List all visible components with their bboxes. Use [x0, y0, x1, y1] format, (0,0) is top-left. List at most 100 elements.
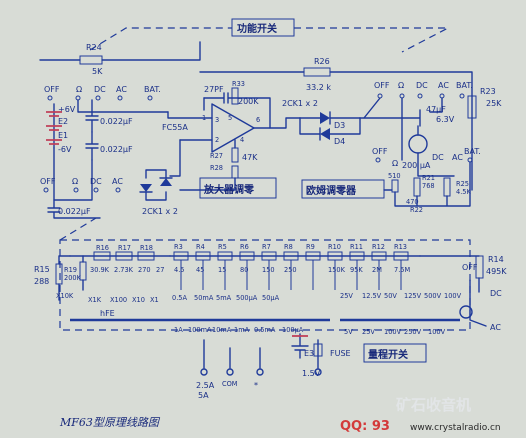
- shunt-resistor-value: 45: [196, 266, 204, 274]
- i-range-0: 0.5A: [172, 294, 187, 302]
- function-switch: 功能开关: [89, 18, 449, 53]
- fuse-label: FUSE: [330, 349, 351, 358]
- battery-e2: E2: [58, 117, 68, 126]
- shunt-resistor-name: R5: [218, 243, 227, 251]
- diode-d3-label: D3: [334, 121, 345, 130]
- cap-27pf-label: 27PF: [204, 85, 224, 94]
- r27-value: 47K: [242, 153, 258, 162]
- terminal-2-5a[interactable]: [200, 368, 208, 376]
- zener-diodes: 2CK1 x 2 D3 D4: [282, 99, 361, 146]
- ohm-zero-label: 欧姆调零器: [306, 184, 357, 197]
- range-switch-box: [363, 343, 427, 363]
- range-off: OFF: [462, 263, 478, 272]
- terminal-5a-label: 5A: [198, 391, 209, 400]
- range-dc: DC: [490, 289, 502, 298]
- right-dc: DC: [416, 81, 428, 90]
- r19-name: R19: [64, 266, 77, 274]
- i-range-1: 50mA: [194, 294, 214, 302]
- ac-v-0: 5V: [344, 328, 353, 336]
- hfe-label: hFE: [100, 309, 115, 318]
- mult-x10k: X10K: [56, 292, 74, 300]
- battery-e1: E1: [58, 131, 68, 140]
- r27-name: R27: [210, 152, 223, 160]
- resistor-r23: R23 25K: [467, 87, 502, 119]
- shunt-resistor-value: 7.5M: [394, 266, 410, 274]
- lower-ac: AC: [112, 177, 123, 186]
- meter-value: 200 μA: [402, 161, 431, 170]
- r33-value: 200K: [238, 97, 259, 106]
- left-dc: DC: [94, 85, 106, 94]
- hfe-resistor-row: R16 R17 R18 30.9K 2.73K 270 27: [69, 244, 171, 274]
- left-ac: AC: [116, 85, 127, 94]
- left-ohm: Ω: [76, 85, 82, 94]
- r22-value: 470: [406, 198, 419, 206]
- watermark-title: 矿石收音机: [396, 396, 471, 414]
- terminal-plus[interactable]: [256, 368, 264, 376]
- r25-name: R25: [456, 180, 469, 188]
- battery-minus-6v: -6V: [58, 145, 72, 154]
- op-amp-pin-2: 2: [215, 136, 219, 144]
- v-range-0: 25V: [340, 292, 353, 300]
- terminal-plus-symbol: *: [254, 381, 258, 390]
- r33-name: R33: [232, 80, 245, 88]
- op-amp-pin-6: 6: [256, 116, 260, 124]
- shunt-resistor-value: 2M: [372, 266, 382, 274]
- ac-i-0: 1A: [174, 326, 183, 334]
- op-amp-fc55a: FC55A 1 3 5 2 6 4: [162, 103, 301, 153]
- battery-pack: +6V E2 E1 -6V: [46, 103, 76, 154]
- fuse: FUSE: [313, 339, 351, 369]
- diode-d4-label: D4: [334, 137, 345, 146]
- r22-name: R22: [410, 206, 423, 214]
- watermark-site: www.crystalradio.cn: [410, 423, 501, 433]
- dcv-range-labels: 25V 12.5V 50V 125V 500V 100V: [340, 292, 462, 300]
- hfe-val-2: 2.73K: [114, 266, 134, 274]
- hfe-val-4: 27: [156, 266, 164, 274]
- resistor-r14: R14 495K: [419, 255, 507, 293]
- feedback-network: 27PF 200K R33: [203, 80, 271, 129]
- range-switch-outline: [59, 239, 471, 331]
- shunt-resistor-value: 250: [284, 266, 297, 274]
- zener-label: 2CK1 x 2: [282, 99, 318, 108]
- ac-v-4: 100V: [428, 328, 446, 336]
- shunt-resistor-name: R8: [284, 243, 293, 251]
- r510: 510: [388, 172, 401, 180]
- left-switch-upper: OFF Ω DC AC BAT.: [44, 85, 169, 113]
- caps-left: 0.022μF 0.022μF: [53, 99, 133, 201]
- resistors-r15-r19: R15 288 R19 200K: [34, 255, 87, 301]
- shunt-resistor-name: R9: [306, 243, 315, 251]
- terminal-2-5a-label: 2.5A: [196, 381, 215, 390]
- r15-value: 288: [34, 277, 49, 286]
- ac-i-2: 10mA: [212, 326, 232, 334]
- op-amp-pin-3: 3: [215, 116, 219, 124]
- r23-name: R23: [480, 87, 496, 96]
- range-ac: AC: [490, 323, 501, 332]
- hfe-r16: R16: [96, 244, 109, 252]
- hfe-val-1: 30.9K: [90, 266, 110, 274]
- zener-diodes-lower: 2CK1 x 2: [139, 169, 178, 216]
- ac-v-2: 100V: [384, 328, 402, 336]
- zener-lower-label: 2CK1 x 2: [142, 207, 178, 216]
- r26-name: R26: [314, 57, 330, 66]
- left-bat: BAT.: [144, 85, 161, 94]
- amp-zero-box: [199, 177, 277, 199]
- right2-ohm: Ω: [392, 159, 398, 168]
- e3-voltage: 1.5V: [302, 369, 321, 378]
- r24-value: 5K: [92, 67, 103, 76]
- i-range-3: 500μA: [236, 294, 258, 302]
- hfe-r18: R18: [140, 244, 153, 252]
- ohm-resistors: 510 R21 768 470 R22 R25 4.5K: [383, 161, 471, 214]
- ac-v-1: 25V: [362, 328, 375, 336]
- left-off: OFF: [44, 85, 60, 94]
- terminal-com[interactable]: [226, 368, 234, 376]
- r14-value: 495K: [486, 267, 507, 276]
- ac-range-labels: 1A 100mA 10mA 1mA 0.5mA 100μA 5V 25V 100…: [174, 326, 446, 336]
- i-range-2: 5mA: [216, 294, 232, 302]
- battery-e3: E3 1.5V: [291, 333, 321, 378]
- diode-d3-symbol: [320, 112, 330, 124]
- terminal-fuse[interactable]: [314, 368, 322, 376]
- cap-2-value: 0.022μF: [100, 145, 133, 154]
- r23-value: 25K: [486, 99, 502, 108]
- shunt-resistor-name: R10: [328, 243, 341, 251]
- r24-name: R24: [86, 43, 102, 52]
